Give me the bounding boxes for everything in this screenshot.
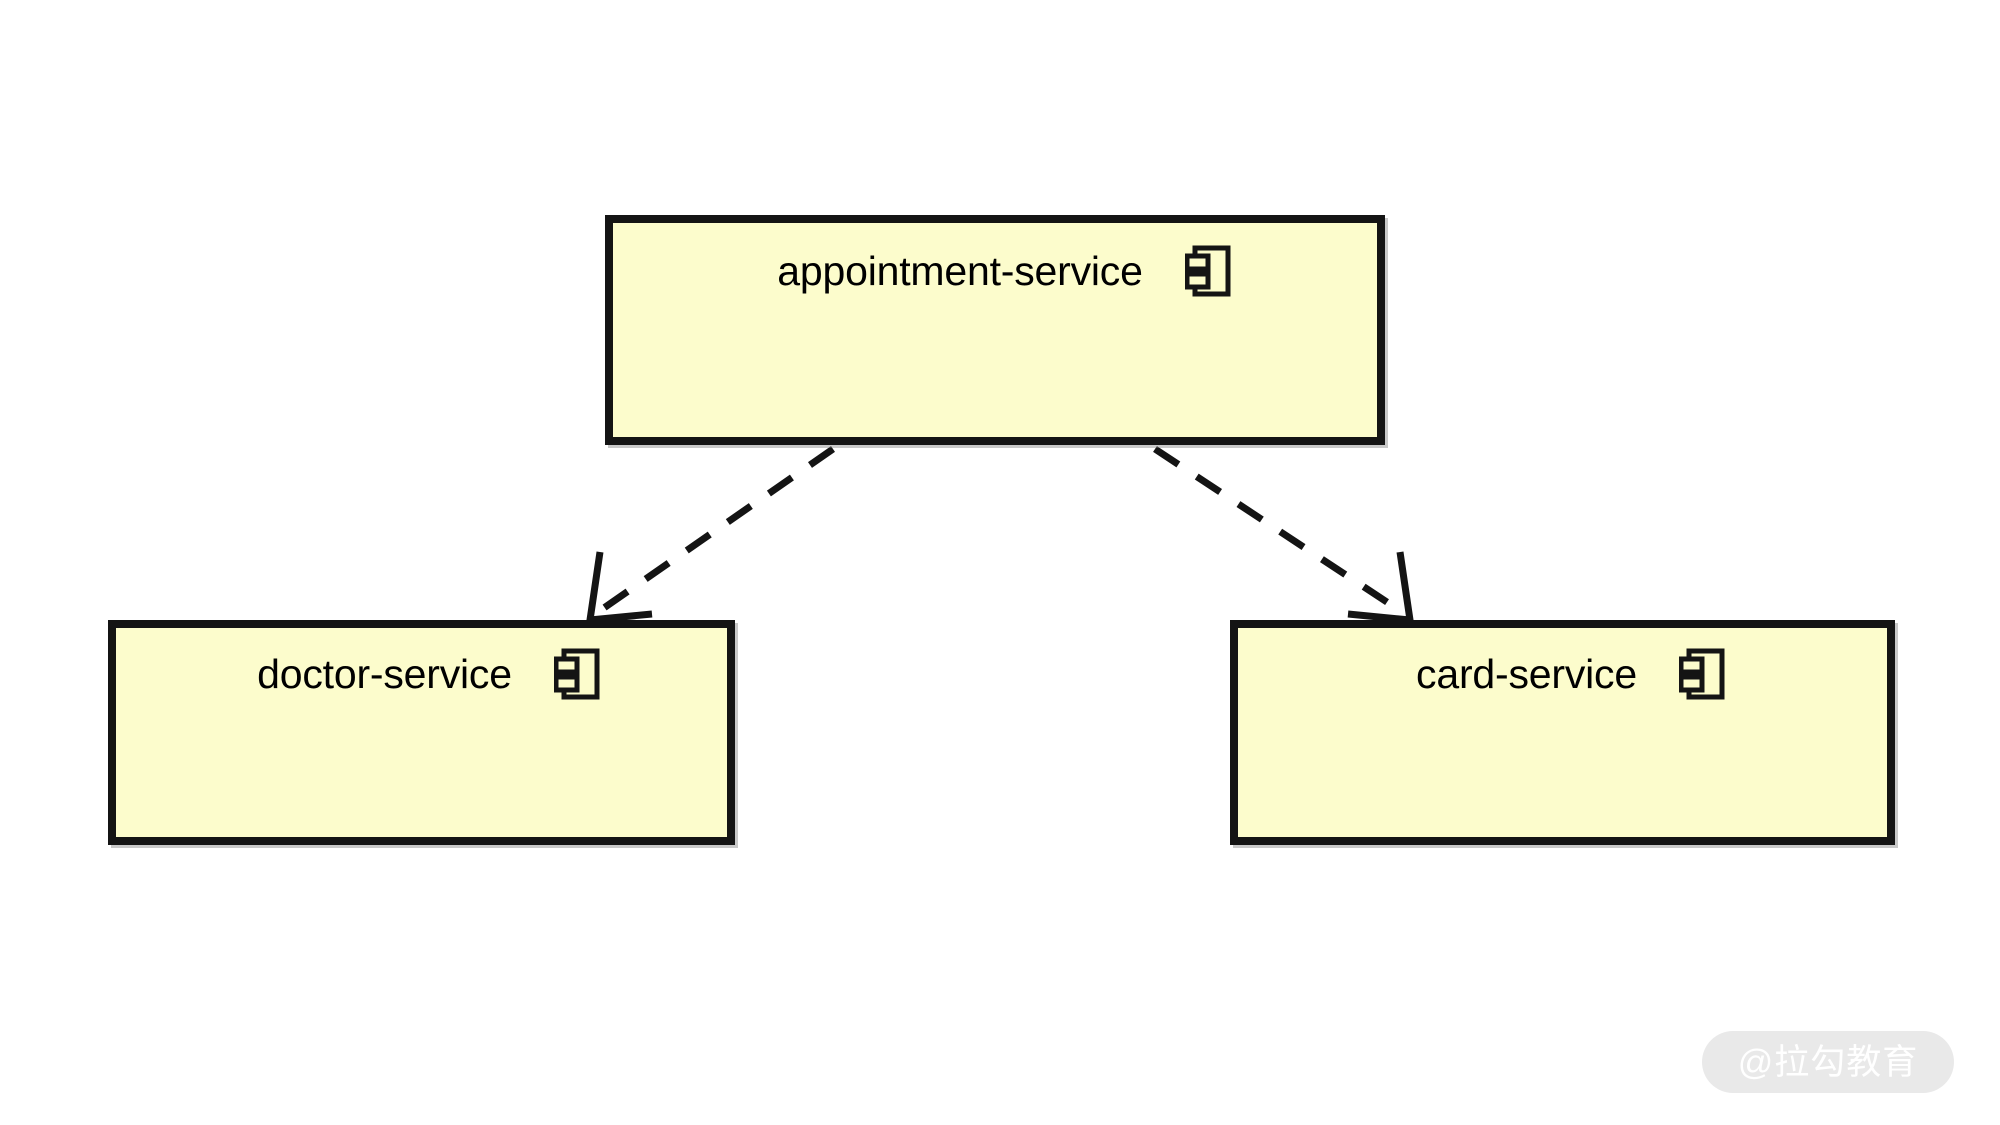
component-node-appointment-service[interactable]: appointment-service (605, 215, 1385, 445)
dependency-dashed-line (596, 446, 835, 615)
component-node-card-service[interactable]: card-service (1230, 620, 1895, 845)
component-header: doctor-service (116, 628, 727, 720)
component-node-doctor-service[interactable]: doctor-service (108, 620, 735, 845)
component-label: doctor-service (257, 650, 512, 697)
component-header: card-service (1238, 628, 1887, 720)
uml-component-icon (1184, 245, 1231, 297)
edge-appointment-to-card (1153, 446, 1415, 624)
watermark-badge: @拉勾教育 (1702, 1031, 1954, 1093)
watermark-text: @拉勾教育 (1737, 1042, 1919, 1082)
uml-component-icon (1678, 648, 1725, 700)
open-arrowhead-icon (1347, 551, 1415, 624)
component-label: card-service (1416, 650, 1637, 697)
edge-appointment-to-doctor (585, 446, 835, 624)
component-header: appointment-service (613, 223, 1377, 319)
uml-component-icon (553, 648, 600, 700)
component-label: appointment-service (777, 247, 1143, 294)
open-arrowhead-icon (585, 551, 653, 624)
dependency-dashed-line (1153, 446, 1404, 615)
